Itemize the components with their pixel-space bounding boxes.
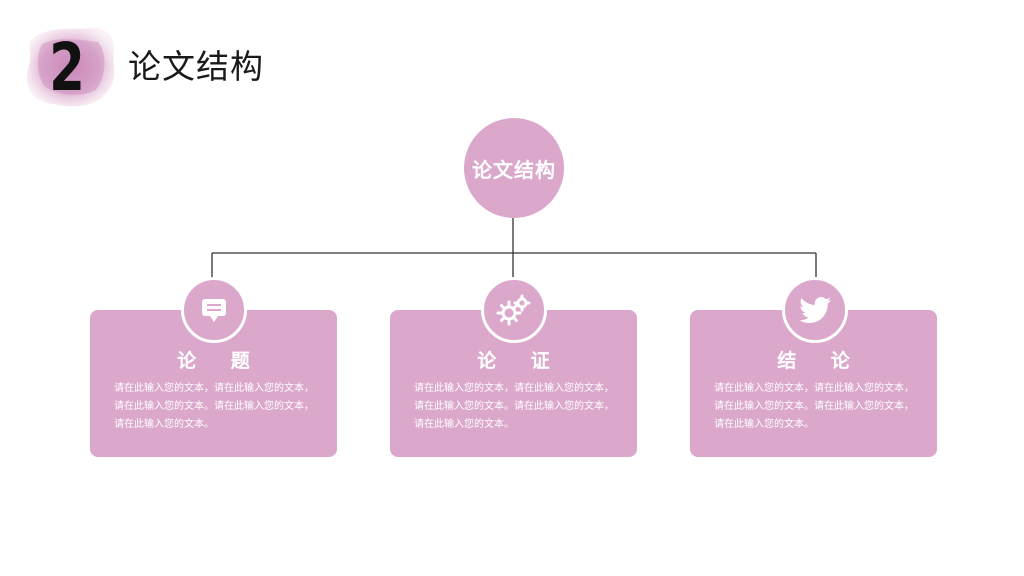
card-title: 论 题 [177, 350, 264, 372]
card-text: 请在此输入您的文本，请在此输入您的文本，请在此输入您的文本。请在此输入您的文本，… [114, 383, 314, 430]
card-title: 论 证 [477, 350, 564, 372]
section-number: 2 [49, 29, 85, 106]
card-text: 请在此输入您的文本，请在此输入您的文本，请在此输入您的文本。请在此输入您的文本，… [714, 383, 914, 430]
section-number-badge: 2 [22, 24, 120, 112]
page-title: 论文结构 [128, 47, 264, 86]
watercolor-splash-icon [26, 27, 115, 107]
gears-icon [481, 277, 547, 343]
chat-bubble-icon [181, 277, 247, 343]
card-text: 请在此输入您的文本，请在此输入您的文本，请在此输入您的文本。请在此输入您的文本，… [414, 383, 614, 430]
root-node: 论文结构 [464, 118, 564, 218]
bird-icon [782, 277, 848, 343]
root-node-label: 论文结构 [472, 157, 556, 182]
card-title: 结 论 [777, 350, 864, 372]
